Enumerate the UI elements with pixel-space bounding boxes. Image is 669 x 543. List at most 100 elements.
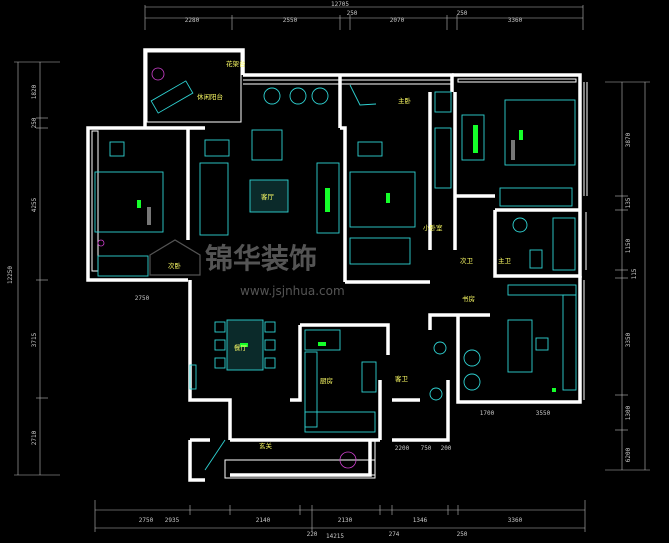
room-labels: 休闲阳台 客厅 主卧 次卧 小卧室 次卫 主卫 餐厅 厨房 客卫 书房 玄关 花…	[168, 59, 512, 450]
dim-left-overall: 12250	[7, 266, 14, 284]
window-lines	[91, 51, 588, 479]
label-flower-stand: 花架台	[226, 59, 246, 68]
armchair	[311, 87, 329, 105]
tv-cabinet	[316, 162, 340, 234]
dim-right-6: 1300	[625, 405, 632, 420]
side-table	[204, 139, 230, 157]
dining-chair	[214, 339, 226, 351]
label-master-bath: 主卫	[498, 256, 512, 265]
dim-inner-2: 1700	[480, 410, 495, 417]
dim-bottom-1: 2750	[139, 517, 154, 524]
label-dining-room: 餐厅	[234, 343, 248, 352]
desk	[357, 141, 383, 157]
label-balcony-top: 休闲阳台	[197, 92, 223, 101]
label-bedroom-left: 次卧	[168, 261, 182, 270]
round-chair	[463, 349, 481, 367]
dim-left-4: 3715	[31, 332, 38, 347]
sofa	[199, 162, 229, 236]
lounge-chair	[150, 80, 194, 114]
coffee-table	[249, 179, 289, 213]
dining-chair	[264, 321, 276, 333]
label-master-bedroom: 主卧	[398, 96, 412, 105]
dim-inner-1: 2750	[135, 295, 150, 302]
dimension-texts: 12705 2280 2550 250 2070 250 3360 14215 …	[7, 1, 638, 540]
dimension-lines	[14, 5, 650, 532]
watermark-url: www.jsjnhua.com	[240, 284, 345, 298]
bed	[504, 99, 576, 166]
label-living-room: 客厅	[261, 192, 275, 201]
armchair	[263, 87, 281, 105]
dim-left-1: 1820	[31, 84, 38, 99]
dim-bottom-4: 220	[307, 531, 318, 538]
chair	[535, 337, 549, 351]
plant-icon	[339, 451, 357, 469]
dining-marker	[240, 343, 248, 347]
dim-right-4: 115	[631, 268, 638, 279]
wardrobe	[499, 187, 573, 207]
dim-right-3: 1150	[625, 238, 632, 253]
bed-marker	[147, 207, 151, 225]
wardrobe	[349, 237, 411, 265]
watermark: 锦华装饰 www.jsjnhua.com	[149, 239, 345, 298]
dim-bottom-9: 3360	[508, 517, 523, 524]
armchair	[289, 87, 307, 105]
tv-marker	[325, 188, 330, 212]
kitchen-counter	[304, 329, 341, 351]
watermark-brand: 锦华装饰	[205, 242, 317, 275]
sink	[433, 341, 447, 355]
dim-inner-3: 3550	[536, 410, 551, 417]
nightstand	[109, 141, 125, 157]
dining-chair	[214, 321, 226, 333]
dim-top-4: 2070	[390, 17, 405, 24]
dim-inner-6: 200	[441, 445, 452, 452]
kitchen-counter	[304, 411, 376, 433]
bed-marker	[511, 140, 515, 160]
dim-inner-5: 750	[421, 445, 432, 452]
dim-top-1: 2280	[185, 17, 200, 24]
dim-inner-4: 2200	[395, 445, 410, 452]
dim-left-5: 2710	[31, 430, 38, 445]
label-study: 书房	[462, 294, 475, 303]
toilet	[429, 387, 443, 401]
kitchen-marker	[318, 342, 326, 346]
walls	[86, 48, 582, 482]
dim-bottom-7: 1346	[413, 517, 428, 524]
shoe-cabinet	[189, 364, 197, 390]
sink	[512, 217, 528, 233]
furniture	[94, 67, 577, 471]
round-chair	[463, 373, 481, 391]
dim-bottom-overall: 14215	[326, 533, 344, 540]
dim-top-6: 3360	[508, 17, 523, 24]
dining-chair	[214, 357, 226, 369]
bathtub	[552, 217, 576, 271]
bookshelf	[507, 284, 577, 296]
dining-chair	[264, 339, 276, 351]
bed-marker	[519, 130, 523, 140]
dim-left-2: 250	[31, 117, 38, 128]
bed	[349, 171, 416, 228]
dim-left-3: 4255	[31, 197, 38, 212]
study-marker	[552, 388, 556, 392]
dim-bottom-3: 2140	[256, 517, 271, 524]
tv-marker	[473, 125, 478, 153]
bed	[94, 171, 164, 233]
cabinet	[434, 127, 452, 189]
dim-right-1: 3870	[625, 132, 632, 147]
kitchen-counter	[304, 351, 318, 428]
label-guest-bath: 客卫	[395, 374, 409, 383]
stove	[361, 361, 377, 393]
label-kitchen: 厨房	[320, 376, 333, 385]
toilet	[434, 91, 452, 113]
dim-bottom-5: 2130	[338, 517, 353, 524]
plant-icon	[151, 67, 165, 81]
label-entrance: 玄关	[259, 441, 273, 450]
dining-table	[226, 319, 264, 371]
bed-marker	[137, 200, 141, 208]
armchair	[251, 129, 283, 161]
tv-cabinet	[461, 114, 485, 161]
dim-right-7: 6200	[625, 447, 632, 462]
dim-top-overall: 12705	[331, 1, 349, 8]
dim-top-2: 2550	[283, 17, 298, 24]
dim-bottom-8: 250	[457, 531, 468, 538]
dim-right-2: 135	[625, 197, 632, 208]
